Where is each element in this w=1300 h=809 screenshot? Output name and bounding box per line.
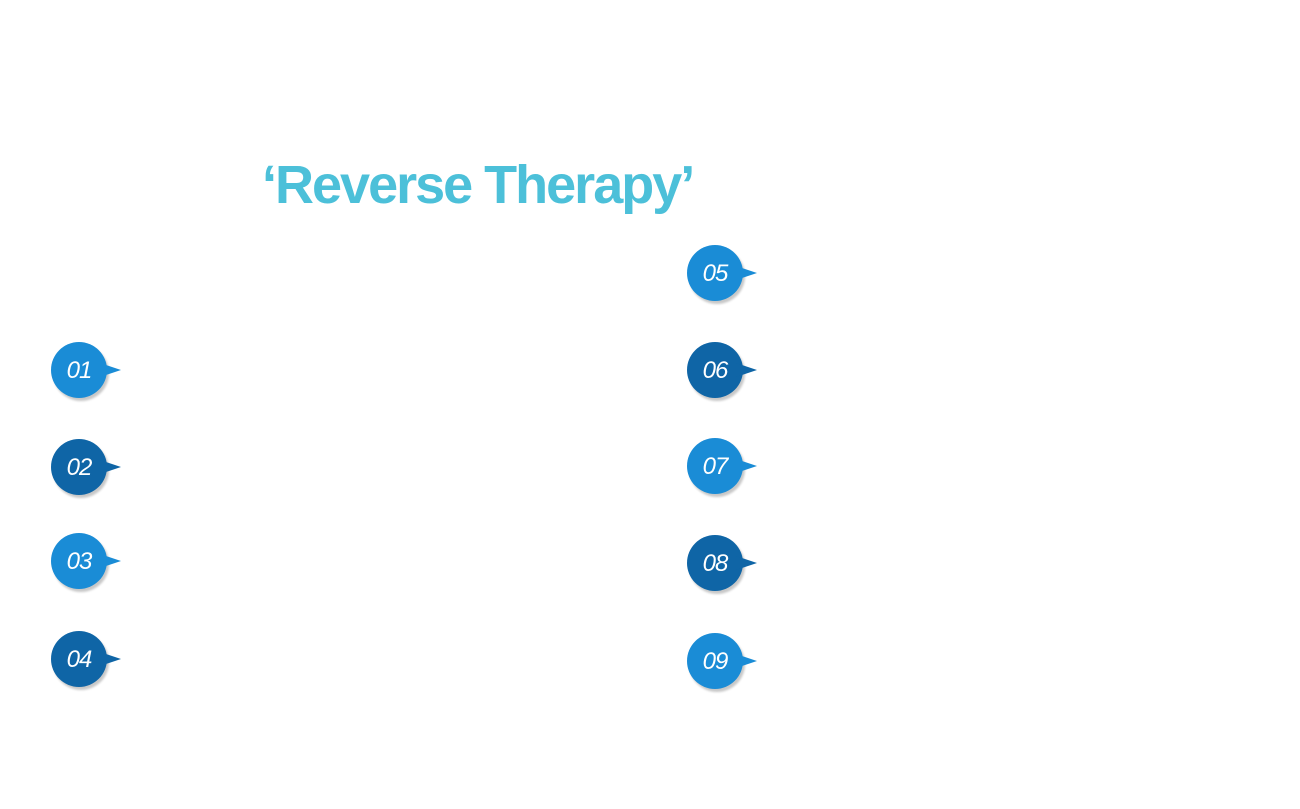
badge-circle bbox=[687, 535, 743, 591]
badge-01: 01 bbox=[51, 342, 123, 402]
badge-number: 04 bbox=[66, 646, 93, 673]
badge-number: 02 bbox=[66, 454, 93, 481]
badge-number: 07 bbox=[702, 453, 729, 480]
badge-pointer bbox=[736, 363, 757, 377]
badge-circle bbox=[51, 439, 107, 495]
badge-circle bbox=[687, 438, 743, 494]
badge-08: 08 bbox=[687, 535, 759, 595]
badge-circle bbox=[687, 245, 743, 301]
badge-circle bbox=[51, 631, 107, 687]
badge-07: 07 bbox=[687, 438, 759, 498]
badge-02: 02 bbox=[51, 439, 123, 499]
badge-05: 05 bbox=[687, 245, 759, 305]
badge-03: 03 bbox=[51, 533, 123, 593]
badge-pointer bbox=[100, 363, 121, 377]
badge-circle bbox=[687, 633, 743, 689]
badge-pointer bbox=[736, 459, 757, 473]
badge-06: 06 bbox=[687, 342, 759, 402]
badge-number: 01 bbox=[66, 357, 93, 384]
badge-number: 09 bbox=[702, 648, 729, 675]
badge-04: 04 bbox=[51, 631, 123, 691]
badge-circle bbox=[51, 342, 107, 398]
badge-pointer bbox=[100, 460, 121, 474]
badge-09: 09 bbox=[687, 633, 759, 693]
badge-pointer bbox=[100, 652, 121, 666]
badge-circle bbox=[51, 533, 107, 589]
badge-number: 05 bbox=[702, 260, 729, 287]
badge-pointer bbox=[736, 654, 757, 668]
badge-number: 03 bbox=[66, 548, 93, 575]
page-title: ‘Reverse Therapy’ bbox=[262, 155, 695, 215]
badge-pointer bbox=[736, 556, 757, 570]
badge-number: 06 bbox=[702, 357, 729, 384]
badge-pointer bbox=[736, 266, 757, 280]
badge-number: 08 bbox=[702, 550, 729, 577]
badge-circle bbox=[687, 342, 743, 398]
badge-pointer bbox=[100, 554, 121, 568]
